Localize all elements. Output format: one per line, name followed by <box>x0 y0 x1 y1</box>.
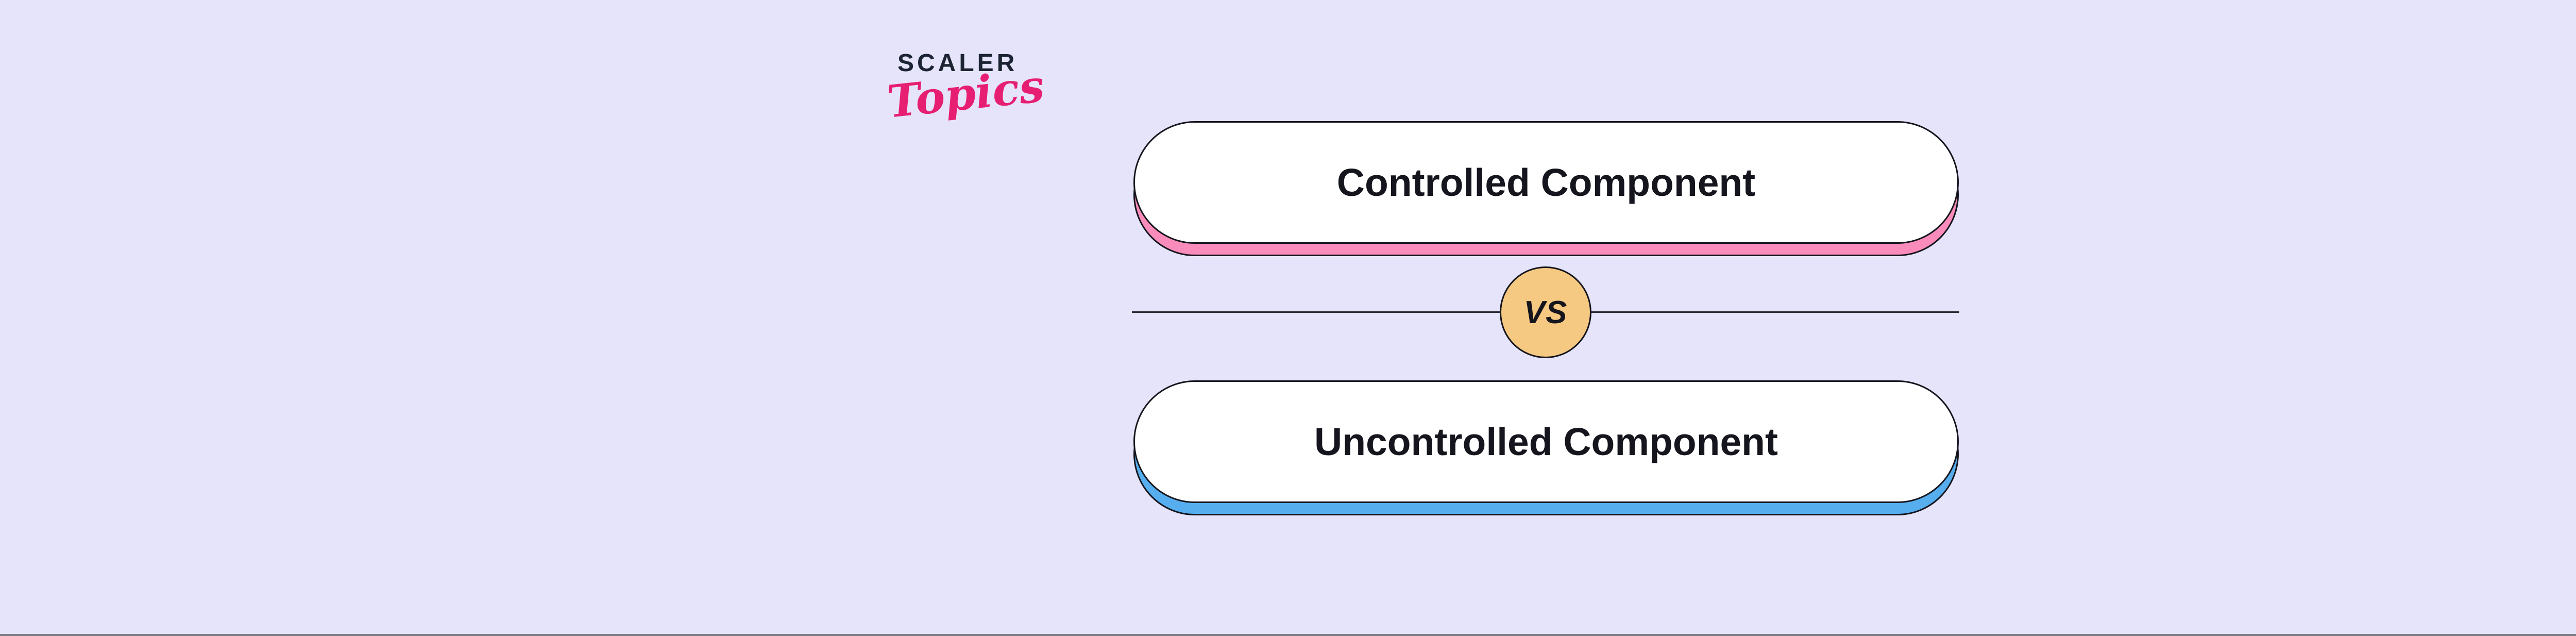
vs-badge-label: VS <box>1523 294 1568 330</box>
logo-wordmark: SCALER <box>897 49 1018 77</box>
controlled-card-face: Controlled Component <box>1133 121 1959 244</box>
controlled-component-card: Controlled Component <box>1133 121 1959 256</box>
uncontrolled-card-face: Uncontrolled Component <box>1133 380 1959 503</box>
controlled-card-label: Controlled Component <box>1336 161 1756 204</box>
uncontrolled-component-card: Uncontrolled Component <box>1133 380 1959 515</box>
uncontrolled-card-label: Uncontrolled Component <box>1314 420 1778 463</box>
bottom-window-edge <box>0 634 2576 636</box>
vs-badge: VS <box>1500 266 1591 358</box>
